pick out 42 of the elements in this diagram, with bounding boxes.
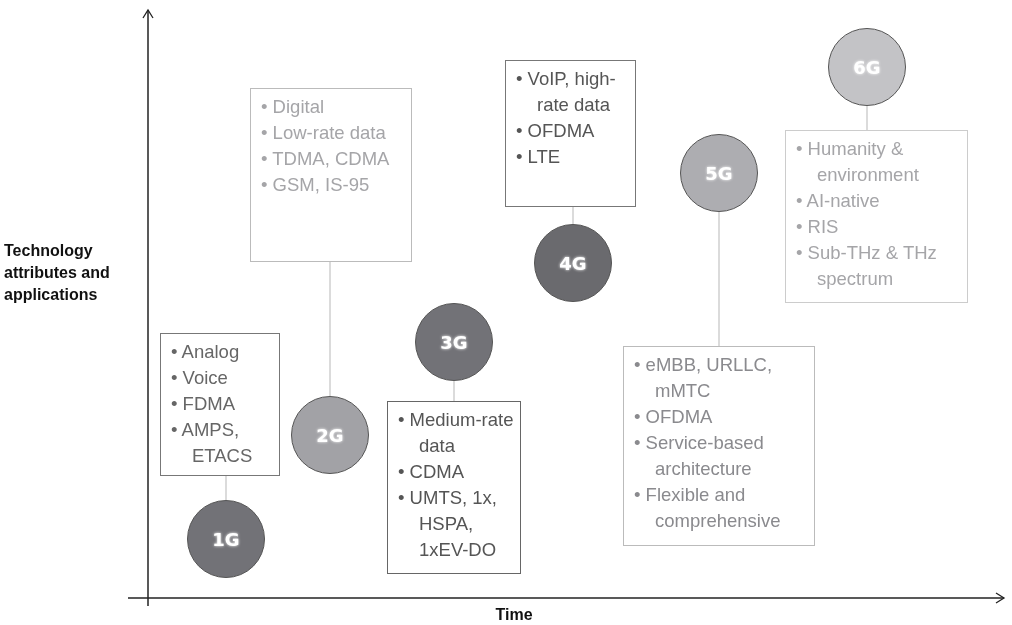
- generation-label: 4G: [559, 252, 587, 274]
- connector-line: [572, 206, 574, 225]
- attribute-box: [623, 346, 815, 546]
- bullet-item: • AMPS, ETACS: [171, 418, 254, 468]
- bullet-item: • eMBB, URLLC, mMTC: [634, 353, 774, 403]
- bullet-item: • Sub-THz & THz spectrum: [796, 241, 938, 291]
- bullet-item: • TDMA, CDMA: [261, 147, 391, 171]
- generation-label: 5G: [705, 162, 733, 184]
- bullet-item: • OFDMA: [516, 119, 596, 143]
- generation-label: 6G: [853, 56, 881, 78]
- bullet-item: • Voice: [171, 366, 229, 390]
- connector-line: [453, 380, 455, 402]
- connector-line: [225, 474, 227, 501]
- attribute-box: [505, 60, 636, 207]
- generation-label: 1G: [212, 528, 240, 550]
- bullet-item: • Medium-rate data: [398, 408, 514, 458]
- bullet-item: • FDMA: [171, 392, 237, 416]
- bullet-item: • Analog: [171, 340, 241, 364]
- bullet-item: • Low-rate data: [261, 121, 387, 145]
- bullet-item: • RIS: [796, 215, 840, 239]
- bullet-item: • LTE: [516, 145, 562, 169]
- connector-line: [329, 261, 331, 397]
- attribute-box: [250, 88, 412, 262]
- connector-line: [866, 105, 868, 131]
- attribute-box: [160, 333, 280, 476]
- generation-label: 3G: [440, 331, 468, 353]
- axis-label: Technology attributes and applications: [4, 241, 111, 305]
- bullet-item: • Flexible and comprehensive: [634, 483, 782, 533]
- bullet-item: • Service-based architecture: [634, 431, 765, 481]
- bullet-item: • Humanity & environment: [796, 137, 920, 187]
- axis-label: Time: [494, 605, 534, 625]
- bullet-item: • VoIP, high-rate data: [516, 67, 617, 117]
- bullet-item: • CDMA: [398, 460, 466, 484]
- connector-line: [718, 211, 720, 347]
- bullet-item: • OFDMA: [634, 405, 714, 429]
- bullet-item: • AI-native: [796, 189, 881, 213]
- bullet-item: • UMTS, 1x, HSPA, 1xEV-DO: [398, 486, 498, 562]
- attribute-box: [387, 401, 521, 574]
- bullet-item: • Digital: [261, 95, 326, 119]
- generation-label: 2G: [316, 424, 344, 446]
- bullet-item: • GSM, IS-95: [261, 173, 371, 197]
- attribute-box: [785, 130, 968, 303]
